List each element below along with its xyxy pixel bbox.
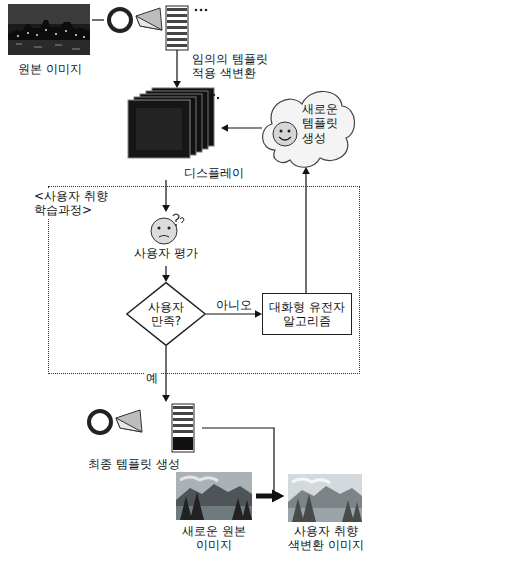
connector: [92, 20, 104, 21]
photo-output: [288, 474, 362, 522]
image-node: 사용자 취향 색변환 이미지: [284, 470, 368, 558]
cloud-shape: [263, 91, 355, 167]
arrow-head: [162, 205, 170, 212]
image-node: 새로운 원본 이미지: [172, 470, 256, 558]
edge-label: 예: [144, 371, 160, 385]
user-face: [151, 214, 184, 244]
photo-original: [8, 4, 90, 55]
decision-diamond: 사용자 만족?: [126, 282, 206, 346]
connector-line: [165, 346, 166, 396]
node-text: 사용자 취향 색변환 이미지: [284, 524, 368, 553]
arrow-head: [302, 167, 310, 174]
connector: [173, 50, 181, 88]
arrow-head: [162, 275, 170, 282]
connector-line: [202, 428, 278, 496]
connector-line: [92, 19, 104, 20]
node-text: <사용자 취향 학습과정>: [33, 189, 115, 218]
node-text: 대화형 유전자 알고리즘: [267, 300, 347, 329]
connector-line: [256, 494, 274, 499]
connector: [162, 266, 170, 282]
display-stack: [128, 88, 219, 158]
arrow-head: [173, 81, 181, 88]
connector-line: [227, 127, 262, 128]
connector-line: [176, 50, 177, 82]
final-template-icon: [89, 404, 194, 452]
node-text: 사용자 만족?: [143, 300, 189, 329]
connector: [162, 346, 170, 402]
connector-line: [206, 313, 256, 314]
photo-new-original: [176, 472, 252, 520]
node-text: 임의의 템플릿 적용 색변환: [192, 52, 274, 81]
user-node: 사용자 평가: [128, 212, 204, 266]
node-text: 원본 이미지: [8, 62, 92, 76]
node-text: 최종 템플릿 생성: [88, 457, 180, 471]
display-node: 디스플레이: [126, 88, 221, 180]
arrow-head: [221, 124, 228, 132]
node-text: 사용자 평가: [128, 246, 204, 260]
arrow-head: [162, 395, 170, 402]
connector: [162, 180, 170, 212]
connector-line: [165, 266, 166, 276]
process-region: <사용자 취향 학습과정>사용자 평가사용자 만족?대화형 유전자 알고리즘: [48, 186, 360, 374]
node-text: 새로운 템플릿 생성: [302, 102, 344, 145]
connector-line: [165, 180, 166, 206]
diamond-shape: [127, 283, 205, 346]
node-text: 새로운 원본 이미지: [172, 524, 256, 553]
node-text: 디스플레이: [184, 166, 244, 180]
edge-label: 아니오: [214, 298, 254, 312]
image-node: 원본 이미지: [8, 4, 92, 78]
template-node: 최종 템플릿 생성: [86, 402, 202, 474]
connector: [221, 124, 262, 132]
template-node: 임의의 템플릿 적용 색변환: [104, 4, 194, 50]
connector: [256, 489, 284, 502]
connector-line: [305, 173, 306, 293]
template-icon: [109, 6, 207, 50]
cloud-node: 새로운 템플릿 생성: [262, 86, 354, 168]
arrow-head: [272, 489, 284, 502]
process-box: 대화형 유전자 알고리즘: [262, 293, 352, 335]
arrow-head: [255, 310, 262, 318]
connector: [202, 428, 284, 500]
